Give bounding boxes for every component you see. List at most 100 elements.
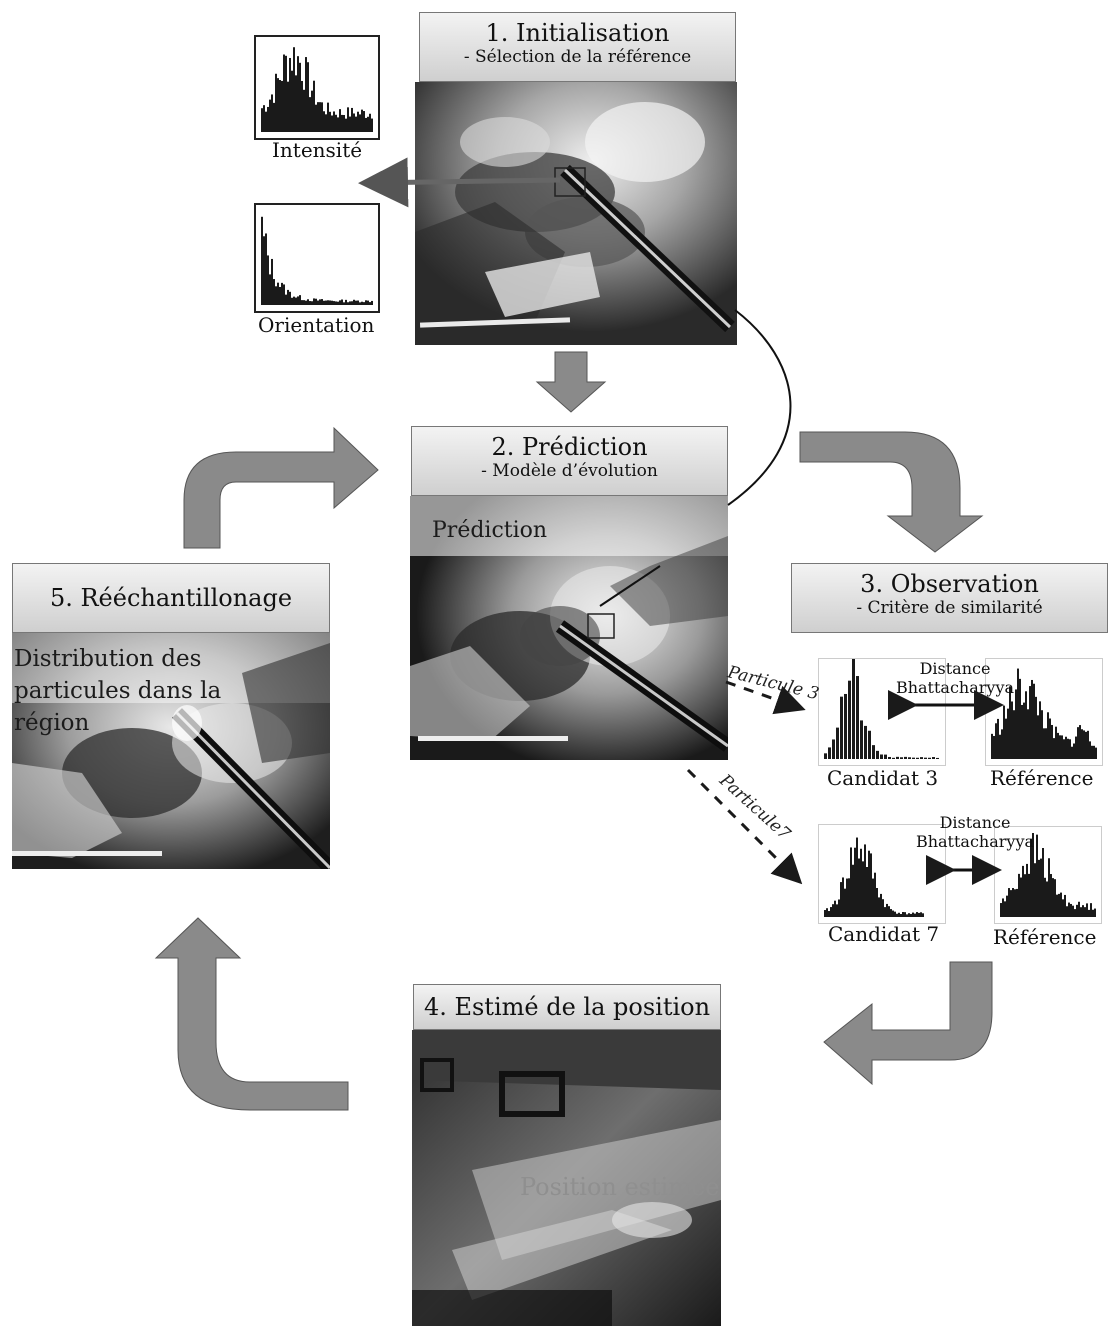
histogram-bar xyxy=(351,107,353,132)
histogram-bar xyxy=(830,907,832,917)
histogram-bar xyxy=(1095,747,1097,759)
histogram-bar xyxy=(1085,731,1087,759)
histogram-bar xyxy=(1043,728,1045,759)
histogram-bar xyxy=(868,850,870,917)
histogram-bar xyxy=(872,745,875,759)
stage3-title: 3. Observation xyxy=(860,570,1039,598)
histogram-bar xyxy=(828,747,831,759)
histogram-bar xyxy=(1050,874,1052,917)
histogram-bar xyxy=(1009,686,1011,759)
histogram-bar xyxy=(936,757,939,759)
histogram-bar xyxy=(273,102,275,132)
histogram-bar xyxy=(333,111,335,132)
histogram-bar xyxy=(369,302,371,305)
histogram-bar xyxy=(1001,729,1003,759)
histogram-bar xyxy=(351,301,353,305)
histogram-bar xyxy=(1027,709,1029,759)
histogram-bar xyxy=(359,114,361,132)
histogram-bar xyxy=(349,301,351,305)
histogram-bar xyxy=(263,236,265,305)
histogram-bar xyxy=(363,111,365,132)
histogram-bar xyxy=(1075,736,1077,759)
histogram-bar xyxy=(832,904,834,917)
histogram-bar xyxy=(876,750,879,759)
stage3-subtitle: - Critère de similarité xyxy=(856,598,1043,618)
stage2-image xyxy=(410,496,728,760)
histogram-bar xyxy=(347,302,349,305)
histogram-bar xyxy=(828,911,830,917)
histogram-bar xyxy=(309,301,311,305)
histogram-bar xyxy=(361,109,363,132)
histogram-bar xyxy=(1091,745,1093,759)
histogram-bar xyxy=(832,739,835,759)
stage2-title: 2. Prédiction xyxy=(491,433,648,461)
histogram-bar xyxy=(1078,901,1080,917)
histogram-bar xyxy=(928,757,931,759)
histogram-bar xyxy=(297,296,299,305)
histogram-bar xyxy=(1070,903,1072,917)
histogram-bar xyxy=(335,114,337,132)
histogram-bar xyxy=(1086,903,1088,917)
histogram-bar xyxy=(920,757,923,759)
histogram-bar xyxy=(914,913,916,917)
histogram-bar xyxy=(1077,727,1079,759)
reference-label-1: Référence xyxy=(990,766,1094,790)
histogram-bar xyxy=(279,80,281,132)
histogram-bar xyxy=(363,302,365,305)
histogram-bar xyxy=(319,299,321,305)
histogram-bar xyxy=(908,913,910,917)
histogram-bar xyxy=(321,299,323,305)
histogram-bar xyxy=(295,75,297,132)
histogram-bar xyxy=(888,756,891,759)
histogram-bar xyxy=(1033,683,1035,759)
histogram-bar xyxy=(261,216,263,305)
histogram-bar xyxy=(335,301,337,305)
stage5-label-line1: Distribution des xyxy=(14,646,202,672)
histogram-bar xyxy=(331,115,333,132)
histogram-bar xyxy=(365,117,367,132)
histogram-bar xyxy=(275,73,277,132)
histogram-bar xyxy=(311,90,313,132)
stage3-header: 3. Observation - Critère de similarité xyxy=(791,563,1108,633)
histogram-bar xyxy=(1059,735,1061,759)
histogram-bar xyxy=(263,105,265,132)
histogram-bar xyxy=(1054,879,1056,917)
histogram-bar xyxy=(868,730,871,759)
histogram-bar xyxy=(995,723,997,759)
histogram-bar xyxy=(367,300,369,305)
histogram-bar xyxy=(1061,735,1063,759)
histogram-bar xyxy=(882,899,884,917)
histogram-bar xyxy=(275,286,277,305)
histogram-bar xyxy=(1004,901,1006,917)
distance-line2: Bhattacharyya xyxy=(915,832,1035,851)
histogram-bar xyxy=(1005,718,1007,759)
histogram-bar xyxy=(325,114,327,132)
histogram-bar xyxy=(311,301,313,305)
histogram-bar xyxy=(337,301,339,305)
histogram-bar xyxy=(1041,710,1043,759)
down-arrow-1-2 xyxy=(535,351,607,413)
histogram-bar xyxy=(357,300,359,305)
histogram-bar xyxy=(844,888,846,917)
histogram-bar xyxy=(289,57,291,132)
histogram-bar xyxy=(1057,732,1059,759)
histogram-bar xyxy=(1055,726,1057,759)
histogram-bar xyxy=(1065,736,1067,759)
histogram-bar xyxy=(371,300,373,305)
histogram-bar xyxy=(1062,899,1064,917)
histogram-bar xyxy=(848,878,850,917)
histogram-bar xyxy=(1039,701,1041,759)
histogram-bar xyxy=(1006,895,1008,917)
histogram-bar xyxy=(876,888,878,917)
histogram-bar xyxy=(1022,865,1024,917)
histogram-bar xyxy=(269,274,271,305)
histogram-bar xyxy=(365,300,367,305)
stage5-image xyxy=(12,633,330,869)
histogram-bar xyxy=(1051,724,1053,759)
histogram-bar xyxy=(904,756,907,759)
particle7-arrow xyxy=(686,768,803,885)
distance-line1: Distance xyxy=(939,813,1011,832)
arrow-5-2 xyxy=(183,426,379,549)
stage1-image xyxy=(415,82,737,345)
stage2-header: 2. Prédiction - Modèle d’évolution xyxy=(411,426,728,496)
